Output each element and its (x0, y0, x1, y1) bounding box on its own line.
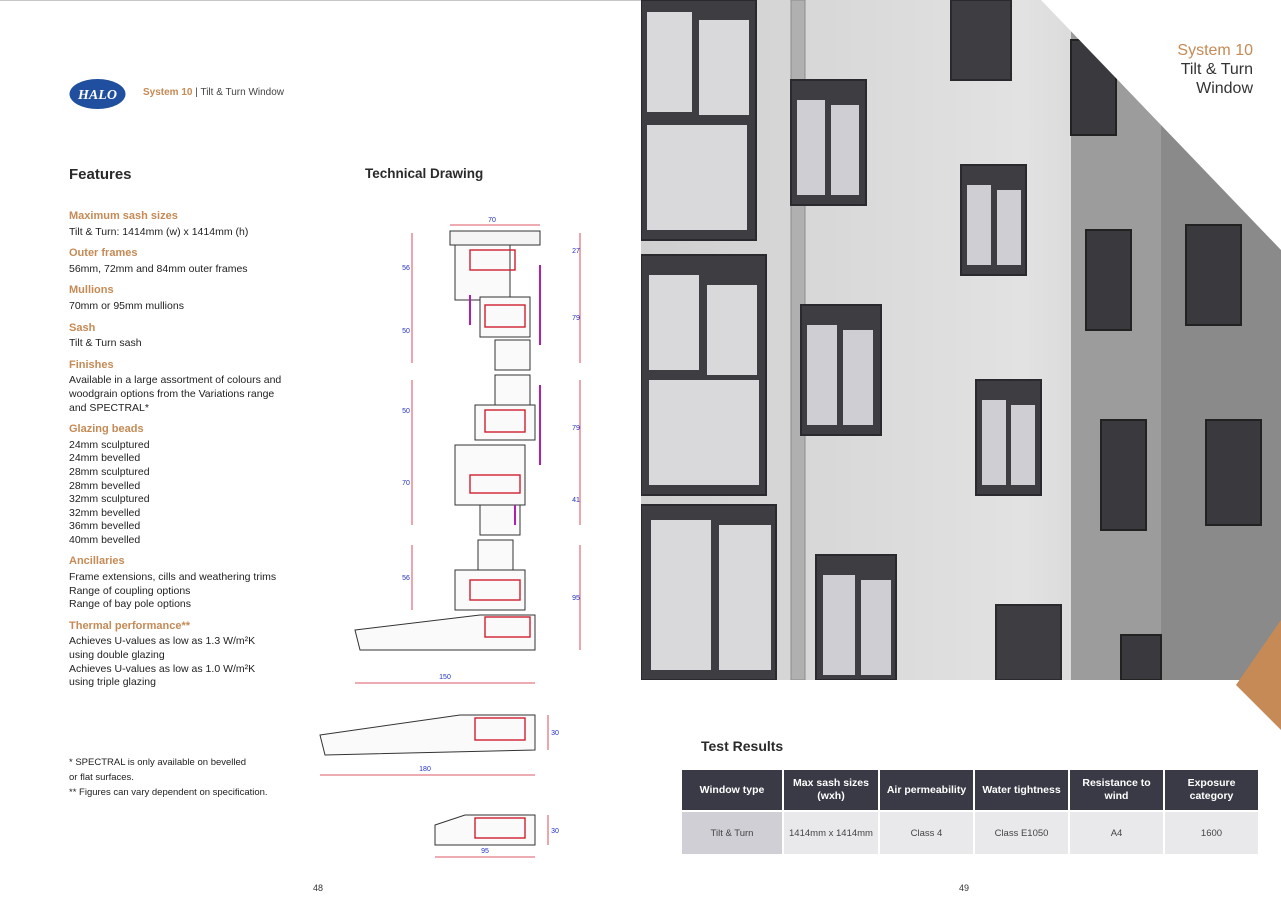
profile-section-middle (454, 374, 541, 536)
profile-section-top (449, 230, 541, 371)
cell-max-sash: 1414mm x 1414mm (783, 810, 880, 854)
dim-low-width: 150 (439, 674, 451, 681)
cell-exposure-category: 1600 (1164, 810, 1260, 854)
footnote: ** Figures can vary dependent on specifi… (69, 787, 268, 798)
profile-section-lower (354, 539, 536, 651)
technical-drawing-heading: Technical Drawing (365, 166, 484, 181)
feature-line: Range of coupling options (69, 584, 191, 597)
halo-logo: HALO (69, 79, 126, 109)
dim-small-width: 95 (481, 848, 489, 855)
feature-line: Range of bay pole options (69, 598, 192, 611)
system-title-line3: Window (1196, 80, 1253, 97)
feature-line: Tilt & Turn sash (69, 337, 142, 350)
cell-air-permeability: Class 4 (879, 810, 975, 854)
system-title-accent: System 10 (1177, 42, 1253, 59)
feature-line: Tilt & Turn: 1414mm (w) x 1414mm (h) (69, 225, 249, 238)
dim-cill-height: 30 (551, 730, 559, 737)
feature-line: 56mm, 72mm and 84mm outer frames (69, 262, 248, 275)
col-window-type: Window type (682, 770, 784, 811)
table-header-row: Window type Max sash sizes (wxh) Air per… (682, 770, 1260, 811)
feature-heading: Mullions (69, 284, 114, 297)
feature-heading: Finishes (69, 358, 114, 371)
building-photo (641, 0, 1281, 680)
feature-heading: Thermal performance** (69, 619, 191, 632)
feature-line: 32mm sculptured (69, 493, 150, 506)
col-resistance-wind: Resistance to wind (1069, 770, 1165, 811)
feature-line: using double glazing (69, 649, 165, 662)
dim-low-left: 56 (402, 575, 410, 582)
dim-cill-width: 180 (419, 766, 431, 773)
dim-low-right: 95 (572, 595, 580, 602)
feature-heading: Maximum sash sizes (69, 210, 178, 222)
small-section (434, 814, 536, 846)
feature-line: 24mm bevelled (69, 452, 141, 465)
feature-heading: Glazing beads (69, 423, 144, 436)
cell-window-type: Tilt & Turn (682, 810, 784, 854)
cill-section (319, 714, 536, 756)
system-title: System 10 Tilt & Turn Window (1177, 41, 1253, 98)
feature-heading: Outer frames (69, 247, 138, 260)
page-number-right: 49 (959, 883, 970, 893)
page-number-left: 48 (313, 883, 324, 893)
dim-mid-right-a: 79 (572, 425, 580, 432)
feature-line: Achieves U-values as low as 1.3 W/m²K (69, 635, 256, 648)
footnote: or flat surfaces. (69, 772, 134, 783)
dim-mid-right-b: 41 (572, 497, 580, 504)
feature-line: woodgrain options from the Variations ra… (69, 387, 275, 400)
table-row: Tilt & Turn 1414mm x 1414mm Class 4 Clas… (682, 810, 1260, 854)
feature-line: 40mm bevelled (69, 533, 141, 546)
breadcrumb-system: System 10 (143, 87, 193, 98)
feature-heading: Ancillaries (69, 555, 125, 568)
dim-right-a: 27 (572, 248, 580, 255)
feature-heading: Sash (69, 321, 96, 334)
features-heading: Features (69, 166, 132, 183)
feature-block: Mullions 70mm or 95mm mullions (69, 284, 309, 313)
dim-top-width: 70 (488, 217, 496, 224)
system-title-line2: Tilt & Turn (1180, 61, 1253, 78)
col-air-permeability: Air permeability (879, 770, 975, 811)
footnote: * SPECTRAL is only available on bevelled (69, 757, 247, 768)
test-results-heading: Test Results (701, 738, 784, 754)
footnotes: * SPECTRAL is only available on bevelled… (69, 755, 299, 800)
dim-left-b: 50 (402, 328, 410, 335)
breadcrumb-sep: | (192, 87, 201, 98)
feature-line: Frame extensions, cills and weathering t… (69, 571, 277, 584)
breadcrumb: System 10 | Tilt & Turn Window (143, 87, 284, 98)
corner-accent-tab (1236, 620, 1281, 730)
feature-line: 28mm sculptured (69, 465, 150, 478)
feature-line: 70mm or 95mm mullions (69, 299, 184, 312)
cell-resistance-wind: A4 (1069, 810, 1165, 854)
dim-mid-left-b: 70 (402, 480, 410, 487)
feature-line: and SPECTRAL* (69, 401, 149, 414)
col-max-sash: Max sash sizes (wxh) (783, 770, 880, 811)
technical-drawing: 70 56 50 27 79 50 70 79 41 56 95 150 180… (319, 217, 581, 858)
col-exposure-category: Exposure category (1164, 770, 1260, 811)
dim-left-a: 56 (402, 265, 410, 272)
feature-line: 28mm bevelled (69, 479, 141, 492)
feature-line: 32mm bevelled (69, 506, 141, 519)
dim-right-b: 79 (572, 315, 580, 322)
breadcrumb-product: Tilt & Turn Window (200, 87, 285, 98)
feature-block: Thermal performance** Achieves U-values a… (69, 620, 309, 690)
feature-line: Achieves U-values as low as 1.0 W/m²K (69, 662, 256, 675)
col-water-tightness: Water tightness (974, 770, 1070, 811)
dim-small-height: 30 (551, 828, 559, 835)
feature-line: 36mm bevelled (69, 520, 141, 533)
feature-line: Available in a large assortment of colou… (69, 374, 282, 387)
logo-text: HALO (77, 88, 117, 103)
cell-water-tightness: Class E1050 (974, 810, 1070, 854)
dim-mid-left-a: 50 (402, 408, 410, 415)
feature-line: 24mm sculptured (69, 438, 150, 451)
feature-block: Outer frames 56mm, 72mm and 84mm outer fr… (69, 247, 309, 276)
feature-line: using triple glazing (69, 676, 156, 689)
test-results-table: Window type Max sash sizes (wxh) Air per… (682, 770, 1260, 854)
